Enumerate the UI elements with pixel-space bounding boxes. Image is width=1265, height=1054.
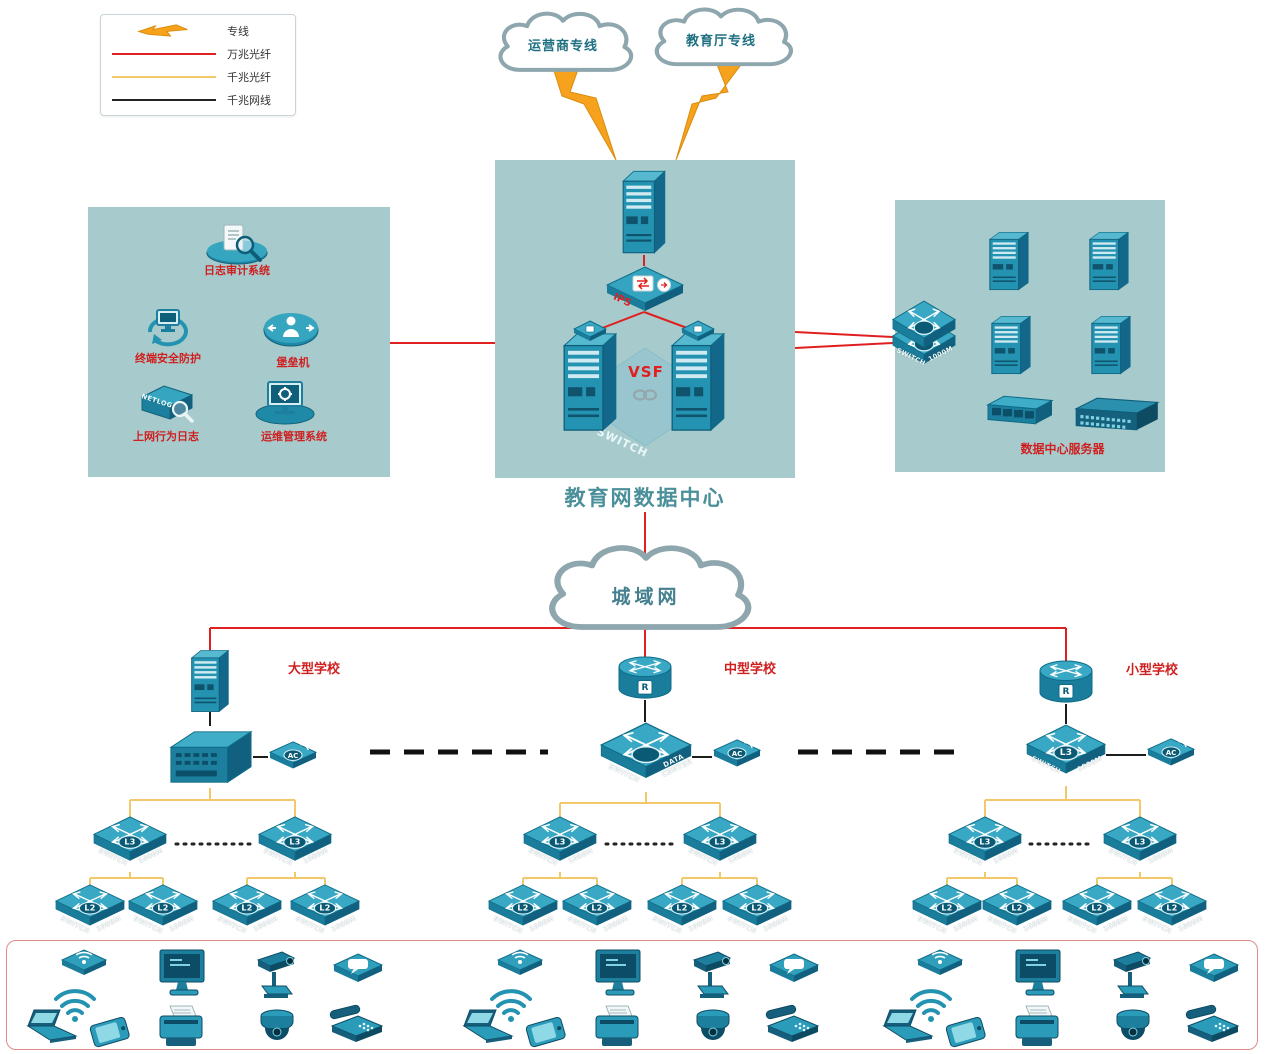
l3-switch: L3 SWITCH 1000M	[1103, 816, 1177, 872]
voice-gateway-icon	[332, 952, 384, 990]
ptz-camera-icon	[688, 948, 736, 1002]
desk-phone-icon	[328, 1004, 386, 1048]
l2-switch: L2 SWITCH 1000M	[1062, 884, 1132, 936]
legend-label: 千兆光纤	[227, 70, 271, 84]
wireless-ap-icon	[496, 948, 544, 982]
education-cloud: 教育厅专线	[643, 4, 799, 76]
l2-switch: L2 SWITCH 1000M	[1137, 884, 1207, 936]
dome-camera-icon	[692, 1004, 734, 1048]
l2-switch: L2 SWITCH 1000M	[212, 884, 282, 936]
large-school-ac: AC	[268, 739, 318, 777]
l2-switch: L2 SWITCH 1000M	[55, 884, 125, 936]
desk-phone-icon	[1184, 1004, 1242, 1048]
storage-array	[982, 392, 1056, 428]
l3-switch: L3 SWITCH 1000M	[948, 816, 1022, 872]
ptz-camera-icon	[252, 948, 300, 1002]
carrier-cloud: 运营商专线	[487, 8, 639, 82]
dome-camera-icon	[1112, 1004, 1154, 1048]
ops-management-icon	[254, 380, 316, 426]
vsf-tower-2	[667, 330, 729, 434]
ips-appliance: IPS	[604, 264, 686, 316]
black-line-icon	[101, 98, 227, 101]
large-school-label: 大型学校	[288, 662, 341, 677]
small-school-label: 小型学校	[1126, 663, 1179, 678]
l2-switch: L2 SWITCH 1000M	[982, 884, 1052, 936]
l2-switch: L2 SWITCH 1000M	[128, 884, 198, 936]
desk-phone-icon	[764, 1004, 822, 1048]
dome-camera-icon	[256, 1004, 298, 1048]
medium-school-core-switch: SWITCH DATA CENTER	[600, 722, 694, 792]
printer-icon	[592, 1004, 642, 1050]
server-tower	[988, 314, 1034, 376]
l3-switch: L3 SWITCH 1000M	[523, 816, 597, 872]
log-audit-icon	[204, 222, 270, 266]
vsf-hat-2	[681, 320, 715, 342]
legend-row-1g-fiber: 千兆光纤	[101, 65, 295, 88]
wireless-ap-icon	[60, 948, 108, 982]
server-tower	[1088, 314, 1134, 376]
voice-gateway-icon	[768, 952, 820, 990]
endpoint-protection-icon	[140, 300, 196, 348]
smartphone-icon	[942, 1016, 990, 1050]
small-school-router: R	[1038, 659, 1094, 706]
lightning-icon	[101, 23, 227, 38]
voice-gateway-icon	[1188, 952, 1240, 990]
terminal-group-large-school	[10, 940, 440, 1052]
vsf-hat-1	[573, 320, 607, 342]
desktop-computer-icon	[1012, 948, 1064, 1002]
yellow-line-icon	[101, 75, 227, 78]
l2-switch: L2 SWITCH 1000M	[647, 884, 717, 936]
l2-switch: L2 SWITCH 1000M	[290, 884, 360, 936]
laptop-icon	[880, 1008, 936, 1046]
netlog-icon: NETLOG	[132, 382, 196, 426]
l3-switch: L3 SWITCH 1000M	[93, 816, 167, 872]
l3-switch: L3 SWITCH 1000M	[683, 816, 757, 872]
chain-link-icon	[631, 387, 659, 403]
printer-icon	[156, 1004, 206, 1050]
l2-switch: L2 SWITCH 1000M	[912, 884, 982, 936]
smartphone-icon	[86, 1016, 134, 1050]
bastion-host-icon	[262, 310, 320, 348]
medium-school-label: 中型学校	[724, 662, 777, 677]
large-school-core-chassis	[167, 726, 253, 788]
legend-row-10g: 万兆光纤	[101, 42, 295, 65]
l2-switch: L2 SWITCH 1000M	[562, 884, 632, 936]
l2-switch: L2 SWITCH 1000M	[488, 884, 558, 936]
laptop-icon	[24, 1008, 80, 1046]
rack-switch	[1072, 394, 1162, 434]
wireless-ap-icon	[916, 948, 964, 982]
legend: 专线 万兆光纤 千兆光纤 千兆网线	[100, 14, 296, 116]
ptz-camera-icon	[1108, 948, 1156, 1002]
terminal-group-medium-school	[446, 940, 876, 1052]
medium-school-ac: AC	[712, 737, 762, 775]
server-tower	[1086, 230, 1132, 292]
desktop-computer-icon	[592, 948, 644, 1002]
server-zone-switch-stack: SWITCH 1000M	[892, 300, 956, 376]
small-school-core-switch: L3 SWITCH 1000M	[1026, 724, 1106, 786]
core-firewall-tower	[619, 168, 669, 256]
medium-school-router: R	[617, 655, 673, 702]
legend-row-1g-copper: 千兆网线	[101, 88, 295, 111]
man-cloud: 城域网	[532, 540, 760, 644]
small-school-ac: AC	[1146, 736, 1196, 774]
desktop-computer-icon	[156, 948, 208, 1002]
printer-icon	[1012, 1004, 1062, 1050]
laptop-icon	[460, 1008, 516, 1046]
large-school-gateway-tower	[188, 648, 232, 714]
legend-label: 专线	[227, 24, 249, 38]
red-line-icon	[101, 52, 227, 55]
terminal-group-small-school	[866, 940, 1265, 1052]
legend-label: 万兆光纤	[227, 47, 271, 61]
legend-label: 千兆网线	[227, 93, 271, 107]
legend-row-dedicated: 专线	[101, 19, 295, 42]
vsf-tower-1	[559, 330, 621, 434]
server-tower	[986, 230, 1032, 292]
l3-switch: L3 SWITCH 1000M	[258, 816, 332, 872]
smartphone-icon	[522, 1016, 570, 1050]
l2-switch: L2 SWITCH 1000M	[722, 884, 792, 936]
datacenter-title: 教育网数据中心	[564, 485, 726, 510]
